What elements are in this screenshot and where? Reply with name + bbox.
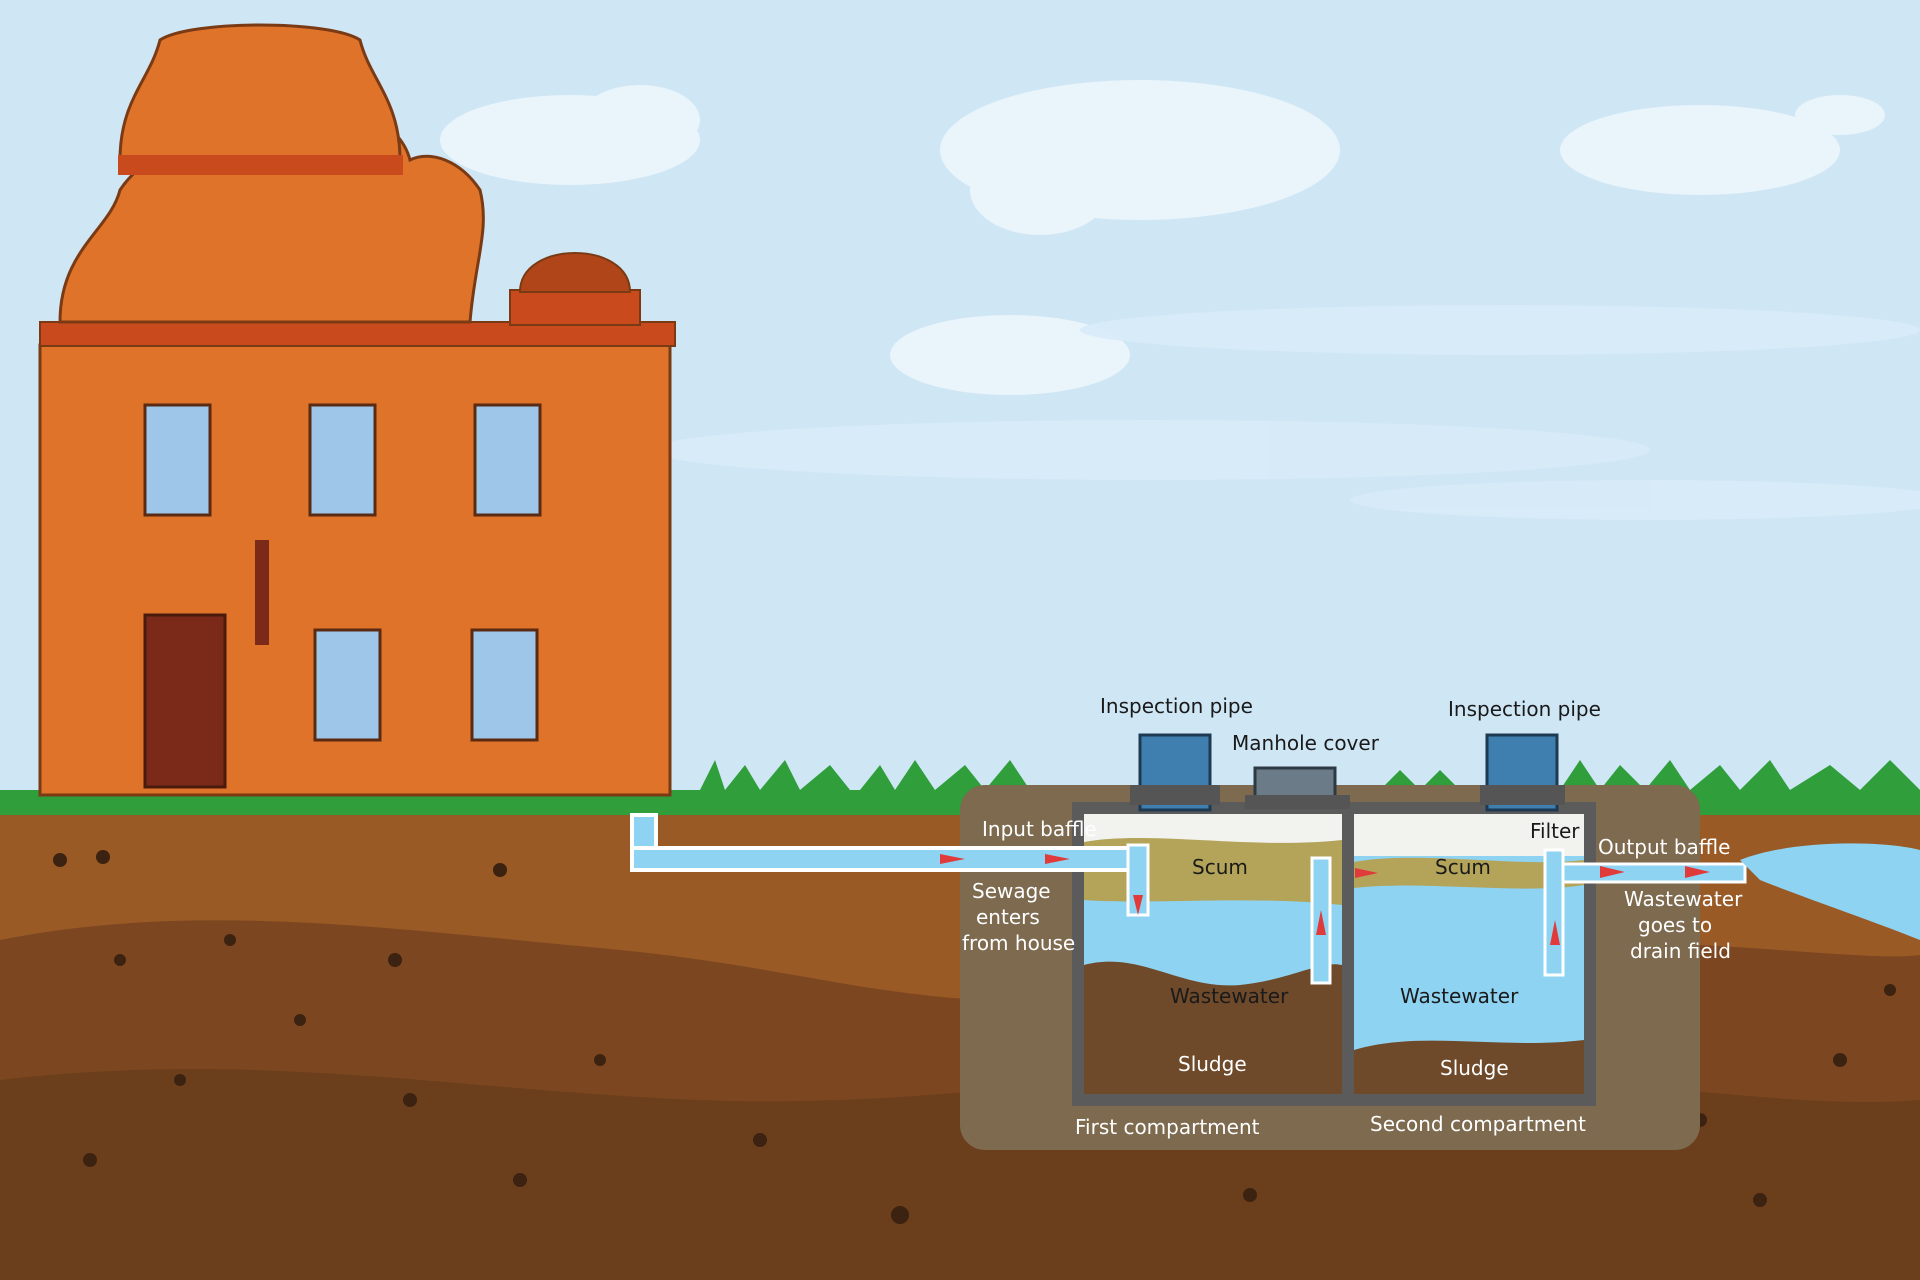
front-door: [143, 613, 227, 789]
clouds: [440, 80, 1885, 395]
wall-lamp: [255, 540, 269, 645]
manhole-cover: [1245, 766, 1350, 809]
flow-arrows: [940, 854, 1710, 945]
sludge-layer-2: [1354, 1040, 1584, 1094]
label-inspection-pipe-1: Inspection pipe: [1100, 694, 1253, 718]
upper-trim: [118, 155, 403, 175]
label-scum-1: Scum: [1192, 855, 1248, 879]
inlet-pipe: [630, 813, 1134, 872]
label-wastewater-1: Wastewater: [1170, 984, 1289, 1008]
sludge-layer-1: [1084, 961, 1342, 1094]
label-sludge-1: Sludge: [1178, 1052, 1247, 1076]
inspection-pipe-1: [1130, 733, 1220, 812]
windows: [143, 403, 542, 742]
label-scum-2: Scum: [1435, 855, 1491, 879]
filter-pipe: [1543, 848, 1565, 977]
flow-arrow: [1355, 868, 1378, 878]
window: [313, 628, 382, 742]
window: [308, 403, 377, 517]
flow-arrow: [1550, 920, 1560, 945]
label-sludge-2: Sludge: [1440, 1056, 1509, 1080]
upper-gable: [118, 23, 402, 162]
label-manhole-cover: Manhole cover: [1232, 731, 1380, 755]
flow-arrow: [1316, 910, 1326, 935]
label-first-compartment: First compartment: [1075, 1115, 1260, 1139]
label-drain-3: drain field: [1630, 939, 1731, 963]
flow-arrow: [1133, 895, 1143, 915]
label-sewage-3: from house: [962, 931, 1075, 955]
flow-arrow: [1600, 866, 1625, 878]
flow-arrow: [940, 854, 965, 864]
label-inspection-pipe-2: Inspection pipe: [1448, 697, 1601, 721]
label-sewage-1: Sewage: [972, 879, 1051, 903]
label-input-baffle: Input baffle: [982, 817, 1097, 841]
house: [38, 23, 676, 797]
dome: [509, 289, 641, 326]
dome-cap: [518, 252, 632, 293]
flow-arrow: [1685, 866, 1710, 878]
drain-field-outflow: [1740, 843, 1920, 940]
window: [470, 628, 539, 742]
outlet-pipe: [1553, 862, 1747, 884]
inspection-pipe-2: [1480, 733, 1565, 812]
window: [473, 403, 542, 517]
label-sewage-2: enters: [976, 905, 1040, 929]
label-filter: Filter: [1530, 819, 1580, 843]
label-drain-2: goes to: [1638, 913, 1712, 937]
window: [143, 403, 212, 517]
partition-wall: [1343, 808, 1353, 1100]
flow-arrow: [1045, 854, 1070, 864]
label-output-baffle: Output baffle: [1598, 835, 1730, 859]
cloud: [1560, 105, 1840, 195]
scum-layer-2: [1354, 857, 1584, 889]
label-wastewater-2: Wastewater: [1400, 984, 1519, 1008]
label-drain-1: Wastewater: [1624, 887, 1743, 911]
cloud: [890, 315, 1130, 395]
haze-streaks: [650, 305, 1920, 520]
label-second-compartment: Second compartment: [1370, 1112, 1586, 1136]
